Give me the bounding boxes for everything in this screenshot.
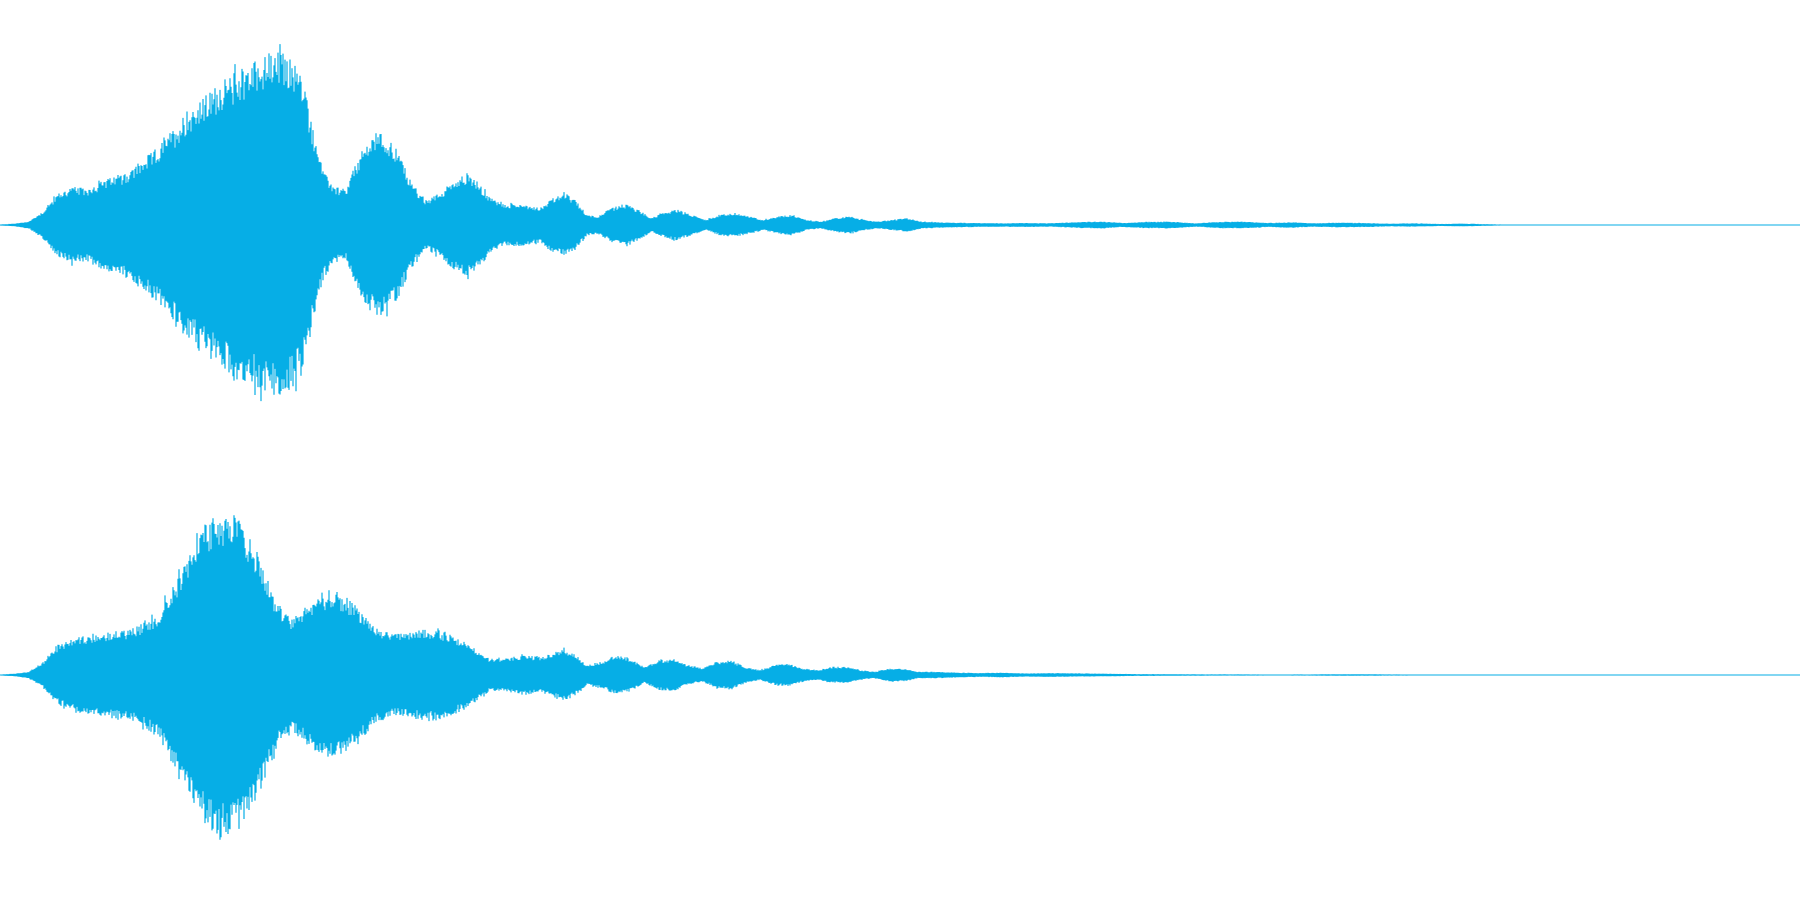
channel-2-waveform: [0, 515, 1524, 840]
waveform-channel-1: [0, 44, 1800, 402]
waveform-channel-2: [0, 515, 1800, 840]
channel-1-waveform: [0, 44, 1528, 402]
